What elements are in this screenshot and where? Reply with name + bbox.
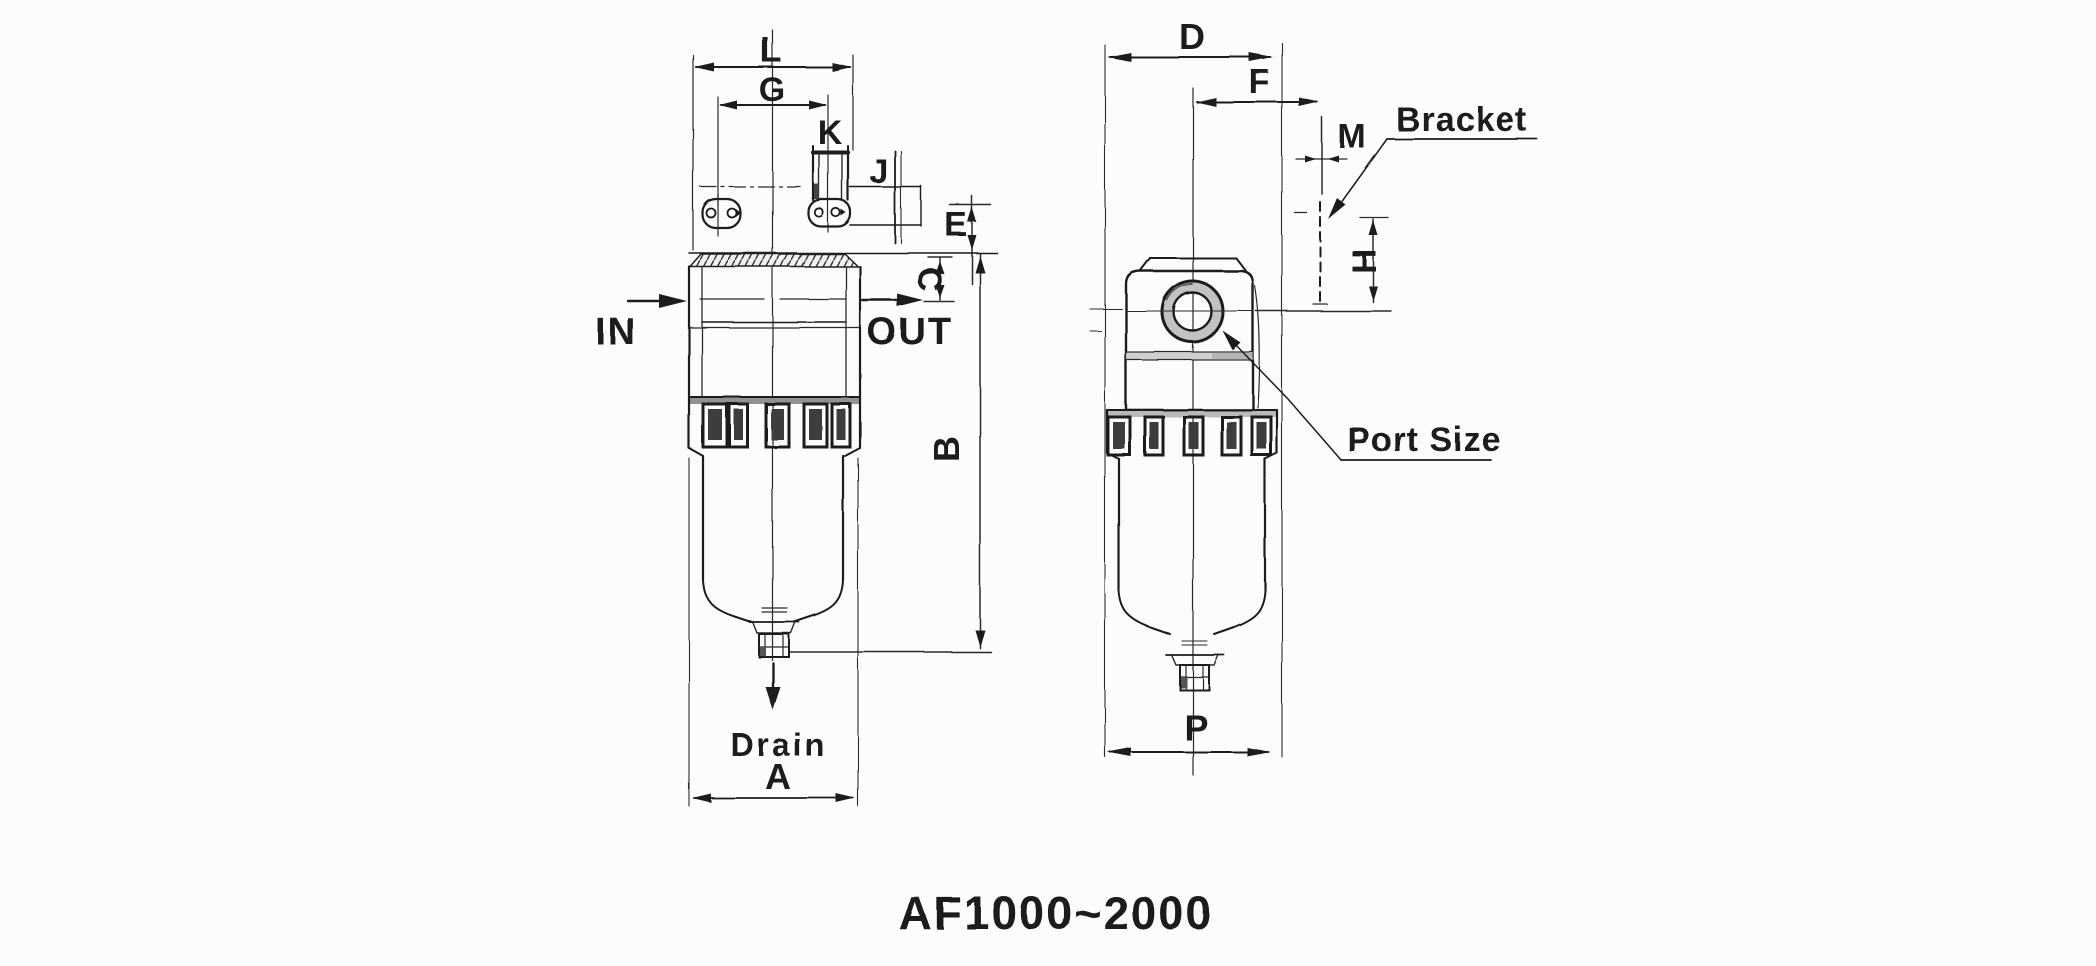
drawing-title: AF1000~2000 bbox=[899, 887, 1214, 939]
front-clamp-ring bbox=[687, 395, 862, 457]
mount-hole-icon bbox=[705, 207, 717, 219]
mount-hole-icon bbox=[830, 207, 842, 218]
dim-D: D bbox=[1107, 16, 1273, 62]
dim-L: L bbox=[692, 29, 854, 251]
mount-hole-icon bbox=[813, 207, 825, 218]
drain-label: Drain bbox=[731, 727, 828, 763]
arrowhead-icon bbox=[809, 100, 827, 110]
mount-hole-icon bbox=[726, 207, 738, 219]
dim-C: C bbox=[910, 256, 955, 303]
dim-label-b: B bbox=[926, 436, 967, 462]
arrowhead-icon bbox=[975, 630, 985, 647]
front-flow: IN OUT bbox=[595, 293, 953, 353]
arrowhead-icon bbox=[1107, 52, 1131, 62]
front-bracket-plan: J bbox=[699, 150, 922, 244]
port-size-callout: Port Size bbox=[1223, 331, 1501, 461]
arrowhead-icon bbox=[967, 235, 977, 250]
dim-label-j: J bbox=[870, 153, 889, 191]
ring-slots bbox=[1106, 415, 1273, 457]
arrowhead-icon bbox=[719, 100, 737, 110]
dim-H: H bbox=[1255, 216, 1392, 312]
bracket-boss bbox=[811, 150, 850, 202]
dim-label-h: H bbox=[1344, 249, 1382, 274]
out-arrow-icon bbox=[897, 293, 923, 307]
dim-label-k: K bbox=[818, 114, 843, 152]
dim-label-m: M bbox=[1338, 118, 1366, 156]
dim-E: E bbox=[945, 195, 992, 285]
arrowhead-icon bbox=[967, 207, 977, 222]
front-head bbox=[687, 253, 862, 399]
dim-label-p: P bbox=[1184, 707, 1208, 748]
arrowhead-icon bbox=[1368, 220, 1378, 235]
leader-arrow-icon bbox=[1328, 198, 1346, 219]
dim-B: B bbox=[688, 252, 998, 653]
arrowhead-icon bbox=[935, 261, 945, 274]
front-view: L G K bbox=[595, 29, 998, 807]
inlet-label: IN bbox=[595, 311, 637, 353]
dim-label-e: E bbox=[945, 206, 968, 244]
arrowhead-icon bbox=[694, 62, 714, 72]
bracket-slot-left bbox=[701, 197, 742, 230]
arrowhead-icon bbox=[836, 793, 855, 803]
arrowhead-icon bbox=[692, 793, 711, 803]
ring-slots bbox=[701, 402, 852, 449]
ring-band bbox=[1107, 410, 1277, 417]
dim-label-d: D bbox=[1179, 16, 1205, 57]
port-size-label: Port Size bbox=[1347, 421, 1501, 459]
leader-line bbox=[1232, 341, 1342, 461]
arrowhead-icon bbox=[1368, 286, 1378, 301]
dim-A: A bbox=[688, 457, 859, 807]
outlet-label: OUT bbox=[867, 311, 953, 353]
dim-label-g: G bbox=[759, 71, 785, 109]
dim-label-a: A bbox=[765, 756, 791, 797]
side-bowl bbox=[1117, 457, 1267, 691]
side-clamp-ring bbox=[1105, 408, 1279, 460]
drain-nipple bbox=[758, 633, 790, 658]
joint-band-shade bbox=[1212, 352, 1253, 360]
dim-K: K bbox=[811, 114, 850, 160]
arrowhead-icon bbox=[1249, 52, 1273, 62]
dim-P: P bbox=[1107, 707, 1271, 757]
dim-label-l: L bbox=[760, 29, 782, 70]
bracket-slot-right bbox=[807, 198, 852, 228]
arrowhead-icon bbox=[935, 285, 945, 298]
arrowhead-icon bbox=[1328, 155, 1339, 163]
arrowhead-icon bbox=[1196, 97, 1216, 107]
in-arrow-icon bbox=[659, 294, 687, 308]
arrowhead-icon bbox=[975, 256, 985, 273]
leader-arrow-icon bbox=[1223, 331, 1241, 351]
bracket-plate-section bbox=[688, 253, 860, 268]
drain-arrow-icon bbox=[765, 687, 781, 710]
front-bowl: Drain bbox=[701, 454, 845, 763]
dim-label-c: C bbox=[910, 267, 948, 292]
bracket-label: Bracket bbox=[1396, 101, 1528, 139]
bracket-callout: Bracket bbox=[1294, 101, 1538, 308]
arrowhead-icon bbox=[1107, 747, 1131, 757]
arrowhead-icon bbox=[1247, 747, 1271, 757]
ring-band bbox=[689, 397, 860, 404]
arrowhead-icon bbox=[1299, 97, 1319, 107]
dim-label-f: F bbox=[1249, 63, 1270, 101]
dim-M: M bbox=[1295, 116, 1366, 195]
dim-G: G bbox=[717, 71, 829, 233]
dim-F: F bbox=[1196, 63, 1319, 107]
arrowhead-icon bbox=[832, 62, 852, 72]
arrowhead-icon bbox=[1305, 155, 1316, 163]
boss-shade bbox=[814, 184, 819, 199]
tick-mark bbox=[736, 209, 741, 217]
tick-mark bbox=[841, 209, 846, 216]
leader-line bbox=[1337, 138, 1388, 208]
side-view: D F M Bracket bbox=[1089, 16, 1538, 776]
